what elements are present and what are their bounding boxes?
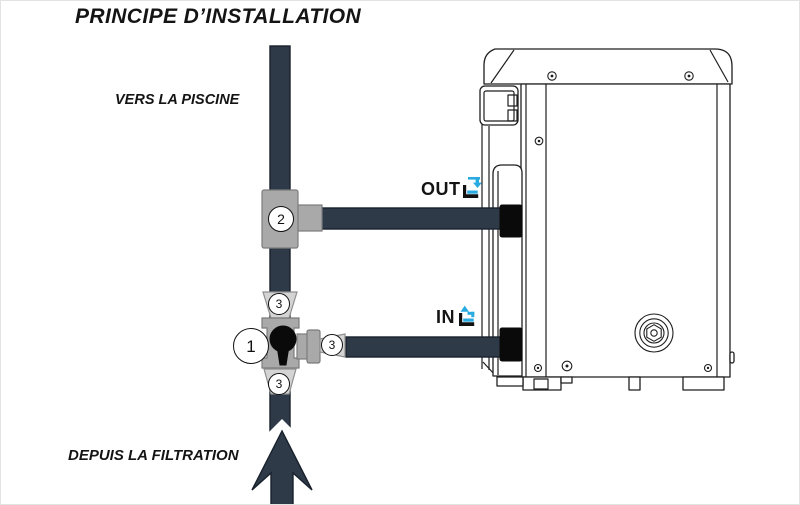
callout-1-valve: 1 bbox=[233, 328, 269, 364]
page-title: PRINCIPE D’INSTALLATION bbox=[75, 5, 362, 28]
arrow-stem bbox=[471, 311, 475, 318]
cap-left-crease bbox=[490, 49, 515, 84]
unit-body-panel bbox=[520, 83, 731, 378]
basin-shape bbox=[463, 185, 479, 198]
junction-box-clip bbox=[507, 109, 518, 122]
tee-branch bbox=[295, 204, 323, 232]
side-base bbox=[496, 376, 524, 387]
label-in-port: IN bbox=[436, 307, 455, 327]
unit-tab-middle bbox=[628, 376, 641, 391]
label-out-port: OUT bbox=[421, 179, 461, 199]
drain-fitting bbox=[634, 313, 674, 353]
callout-3-union-top: 3 bbox=[268, 293, 290, 315]
callout-3-union-right: 3 bbox=[321, 334, 343, 356]
label-from-filtration: DEPUIS LA FILTRATION bbox=[68, 447, 239, 464]
unit-foot-right bbox=[682, 376, 725, 391]
basin-shape bbox=[459, 313, 475, 326]
arrow-bar bbox=[467, 311, 475, 315]
out-pipe bbox=[297, 207, 512, 230]
callout-3-union-bottom: 3 bbox=[268, 373, 290, 395]
arrow-dart bbox=[251, 429, 313, 504]
cap-right-crease bbox=[709, 49, 729, 83]
valve-right-flange bbox=[306, 329, 321, 364]
arrow-head-up bbox=[460, 305, 469, 312]
label-to-pool: VERS LA PISCINE bbox=[115, 92, 240, 108]
water-level bbox=[467, 190, 478, 194]
callout-2-tee: 2 bbox=[268, 206, 294, 232]
out-connector-block bbox=[499, 204, 523, 238]
unit-top-cap bbox=[483, 48, 733, 85]
panel-screw-center bbox=[537, 139, 541, 143]
in-connector-block bbox=[499, 327, 523, 362]
flow-arrow bbox=[251, 419, 313, 504]
unit-foot-left-inner bbox=[533, 378, 549, 390]
unit-tab-small bbox=[560, 376, 573, 384]
arrow-stem bbox=[475, 179, 479, 184]
arrow-bar bbox=[468, 177, 480, 180]
right-edge-bump bbox=[729, 351, 735, 364]
drain-center bbox=[650, 329, 658, 337]
cap-screw-center bbox=[550, 74, 554, 78]
arrow-head-down bbox=[473, 182, 482, 188]
base-drain-center bbox=[565, 364, 569, 368]
water-outlet-icon bbox=[462, 177, 483, 200]
base-screw-center bbox=[706, 366, 710, 370]
water-inlet-icon bbox=[458, 305, 479, 328]
in-pipe bbox=[345, 336, 512, 358]
pipe-connectors bbox=[499, 204, 523, 362]
water-level bbox=[463, 318, 474, 322]
cap-screw-center bbox=[687, 74, 691, 78]
pipes bbox=[269, 45, 512, 442]
valve-handle-lever bbox=[276, 345, 290, 366]
junction-box-clip bbox=[507, 94, 518, 107]
base-screw-center bbox=[536, 366, 540, 370]
